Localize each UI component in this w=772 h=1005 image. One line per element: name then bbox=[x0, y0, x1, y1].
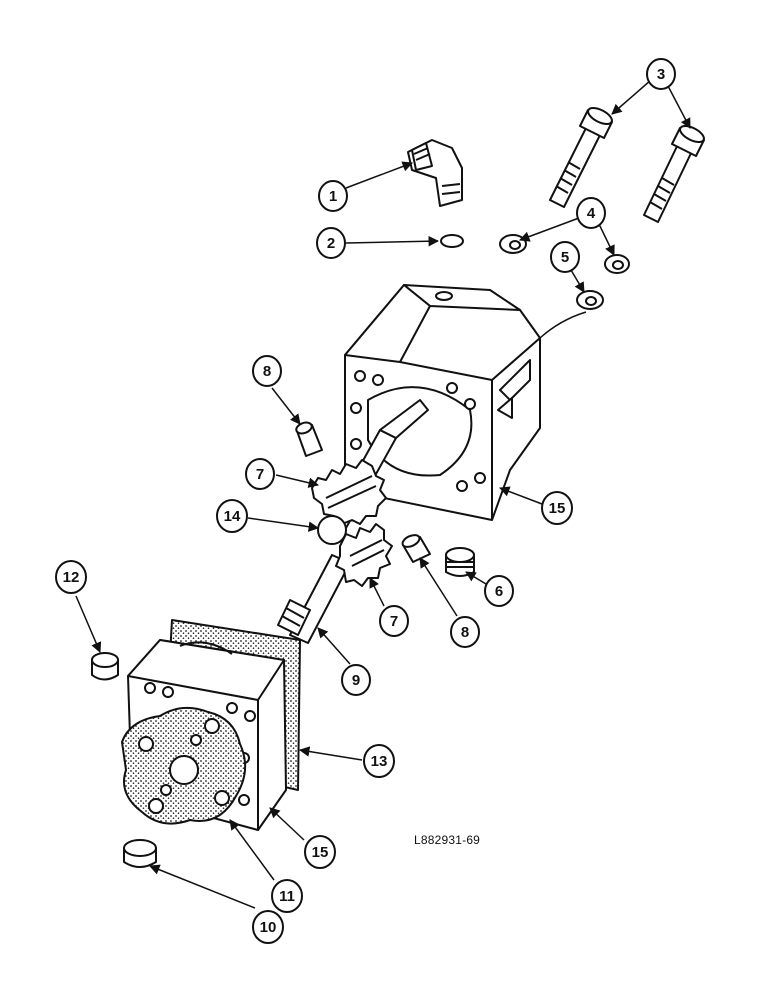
bushing-part bbox=[123, 839, 157, 868]
svg-text:4: 4 bbox=[587, 205, 596, 222]
front-gasket-part bbox=[121, 706, 247, 825]
svg-text:1: 1 bbox=[329, 188, 337, 205]
leader-line bbox=[611, 79, 652, 115]
leader-line bbox=[570, 269, 585, 293]
leader-line bbox=[345, 161, 413, 189]
drawing-code-label: L882931-69 bbox=[414, 833, 481, 847]
leader-line bbox=[667, 85, 691, 129]
o-ring-part bbox=[440, 234, 464, 248]
leader-line bbox=[345, 235, 440, 247]
svg-text:15: 15 bbox=[312, 844, 329, 861]
svg-text:5: 5 bbox=[561, 249, 569, 266]
svg-text:15: 15 bbox=[549, 500, 566, 517]
leader-line bbox=[317, 627, 351, 665]
leader-line bbox=[149, 864, 256, 909]
callout-15-lower: 15 bbox=[304, 835, 336, 869]
svg-text:8: 8 bbox=[263, 363, 271, 380]
callout-12: 12 bbox=[55, 560, 87, 594]
callout-4: 4 bbox=[576, 197, 606, 229]
svg-text:8: 8 bbox=[461, 624, 469, 641]
leader-line bbox=[499, 486, 543, 505]
washer-part bbox=[576, 290, 604, 310]
leader-line bbox=[419, 557, 458, 617]
leader-line bbox=[519, 217, 580, 242]
cup-plug-part bbox=[91, 652, 119, 681]
driven-gear-part bbox=[335, 523, 393, 587]
svg-text:7: 7 bbox=[390, 613, 398, 630]
callout-6: 6 bbox=[484, 575, 514, 607]
leader-line bbox=[75, 595, 102, 653]
callout-15-upper: 15 bbox=[541, 491, 573, 525]
callout-7-lower: 7 bbox=[379, 605, 409, 637]
callout-14: 14 bbox=[216, 499, 248, 533]
svg-text:10: 10 bbox=[260, 919, 277, 936]
leader-line bbox=[247, 517, 320, 532]
svg-text:2: 2 bbox=[327, 235, 335, 252]
callout-11: 11 bbox=[271, 879, 303, 913]
svg-text:12: 12 bbox=[63, 569, 80, 586]
callout-8-upper: 8 bbox=[252, 355, 282, 387]
leader-line bbox=[229, 819, 275, 881]
callout-9: 9 bbox=[341, 664, 371, 696]
leader-line bbox=[597, 221, 615, 256]
callout-13: 13 bbox=[363, 744, 395, 778]
leader-line bbox=[275, 474, 320, 488]
svg-text:7: 7 bbox=[256, 466, 264, 483]
lock-washer-part bbox=[604, 254, 630, 274]
svg-text:14: 14 bbox=[224, 508, 241, 525]
svg-text:11: 11 bbox=[279, 888, 295, 905]
dowel-pin-part bbox=[401, 534, 431, 563]
callout-5: 5 bbox=[550, 241, 580, 273]
callout-3: 3 bbox=[646, 58, 676, 90]
lock-washer-part bbox=[499, 234, 527, 254]
leader-line bbox=[271, 387, 301, 425]
svg-text:3: 3 bbox=[657, 66, 665, 83]
leader-line bbox=[369, 577, 385, 607]
shaft-journal-part bbox=[317, 515, 347, 545]
callout-8-lower: 8 bbox=[450, 616, 480, 648]
threaded-plug-part bbox=[445, 547, 475, 577]
cap-screw-part bbox=[549, 107, 613, 208]
elbow-fitting-part bbox=[407, 139, 463, 207]
svg-text:6: 6 bbox=[495, 583, 503, 600]
callout-10: 10 bbox=[252, 910, 284, 944]
svg-text:13: 13 bbox=[371, 753, 388, 770]
pump-body-upper-part bbox=[344, 284, 587, 521]
callout-1: 1 bbox=[318, 180, 348, 212]
callout-2: 2 bbox=[316, 227, 346, 259]
callout-7-upper: 7 bbox=[245, 458, 275, 490]
cap-screw-part bbox=[643, 125, 705, 223]
leader-line bbox=[465, 571, 487, 585]
dowel-pin-part bbox=[295, 421, 323, 457]
svg-text:9: 9 bbox=[352, 672, 360, 689]
leader-line bbox=[298, 746, 363, 761]
leader-line bbox=[269, 807, 305, 841]
